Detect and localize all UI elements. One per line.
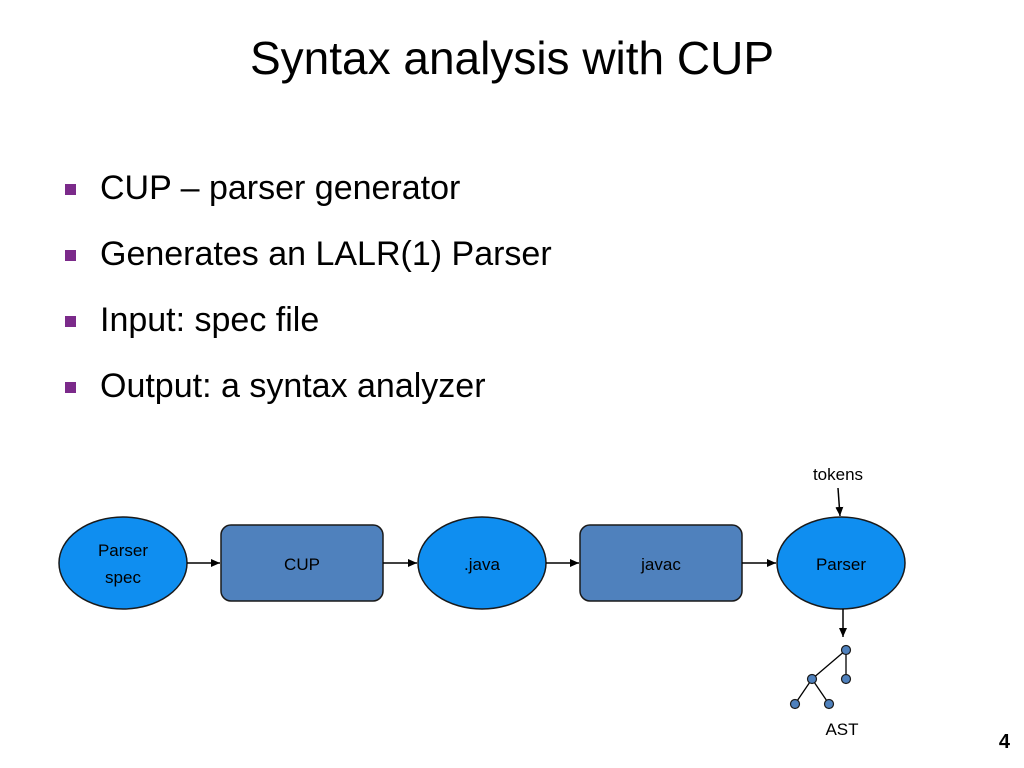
cup-node: CUP	[220, 524, 384, 602]
bullet-text: Input: spec file	[100, 301, 320, 339]
square-bullet-icon	[65, 250, 76, 261]
java-label: .java	[464, 555, 500, 574]
parser-spec-label-line1: Parser	[98, 541, 148, 560]
square-bullet-icon	[65, 316, 76, 327]
tokens-label: tokens	[813, 465, 863, 484]
javac-label: javac	[640, 555, 681, 574]
parser-spec-node: Parser spec	[58, 516, 188, 610]
parser-label: Parser	[816, 555, 866, 574]
bullet-item: Output: a syntax analyzer	[62, 358, 552, 424]
bullet-item: Input: spec file	[62, 292, 552, 358]
bullet-text: Output: a syntax analyzer	[100, 367, 486, 405]
javac-node: javac	[579, 524, 743, 602]
parser-node: Parser	[776, 516, 906, 610]
cup-label: CUP	[284, 555, 320, 574]
java-node: .java	[417, 516, 547, 610]
bullet-text: CUP – parser generator	[100, 169, 461, 207]
ast-label: AST	[825, 720, 858, 739]
bullet-item: CUP – parser generator	[62, 160, 552, 226]
slide-title: Syntax analysis with CUP	[249, 32, 775, 84]
square-bullet-icon	[65, 382, 76, 393]
bullet-text: Generates an LALR(1) Parser	[100, 235, 552, 273]
page-number: 4	[998, 731, 1010, 753]
bullet-list: CUP – parser generator Generates an LALR…	[62, 160, 552, 424]
ast-tree-icon	[789, 644, 852, 710]
bullet-item: Generates an LALR(1) Parser	[62, 226, 552, 292]
arrow-tokens-to-parser	[835, 487, 844, 517]
parser-spec-label-line2: spec	[105, 568, 141, 587]
square-bullet-icon	[65, 184, 76, 195]
